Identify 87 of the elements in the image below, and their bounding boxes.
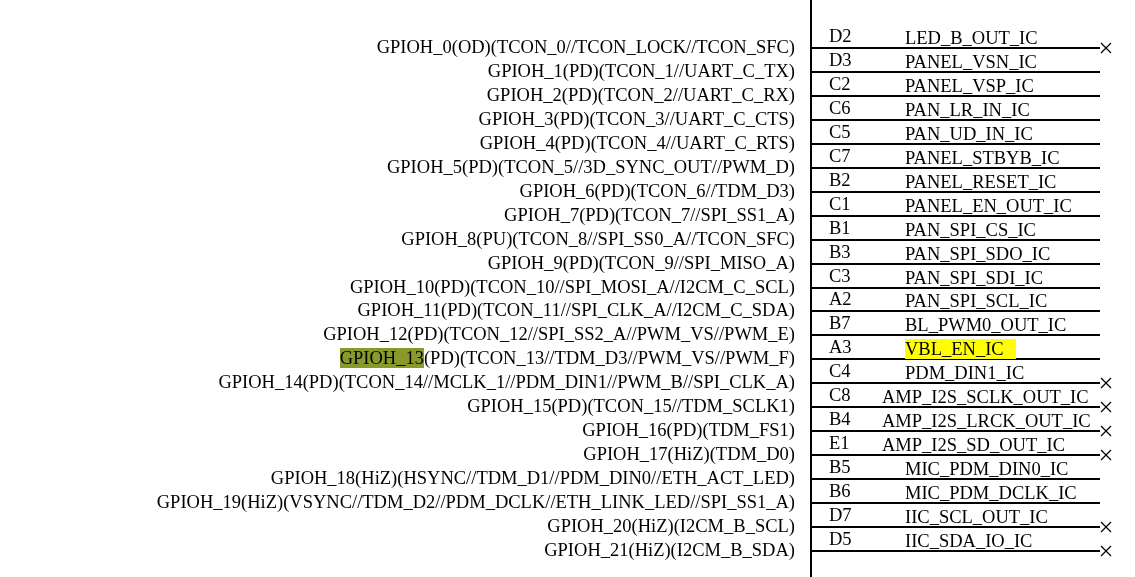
wire (811, 358, 876, 360)
pin-name: GPIOH_12(PD)(TCON_12//SPI_SS2_A//PWM_VS//PWM_E) (323, 323, 795, 346)
wire (811, 239, 876, 241)
pin-name: GPIOH_11(PD)(TCON_11//SPI_CLK_A//I2CM_C_SDA) (357, 299, 795, 322)
wire (811, 71, 876, 73)
net-label: PAN_SPI_SDO_IC (875, 242, 1100, 265)
pin-number: E1 (829, 432, 850, 454)
net-label: LED_B_OUT_IC (875, 26, 1100, 49)
pin-number: B2 (829, 169, 851, 191)
wire (811, 215, 876, 217)
net-label: PANEL_VSN_IC (875, 50, 1100, 73)
wire (811, 550, 876, 552)
pin-number: B4 (829, 408, 851, 430)
pin-name: GPIOH_10(PD)(TCON_10//SPI_MOSI_A//I2CM_C_SCL) (349, 276, 795, 299)
pin-name: GPIOH_16(PD)(TDM_FS1) (582, 419, 795, 442)
net-label: AMP_I2S_LRCK_OUT_IC (875, 409, 1100, 432)
pin-name: GPIOH_19(HiZ)(VSYNC//TDM_D2//PDM_DCLK//ETH_LINK_LED//SPI_SS1_A) (156, 491, 795, 514)
pin-name: GPIOH_8(PU)(TCON_8//SPI_SS0_A//TCON_SFC) (401, 228, 795, 251)
wire (811, 310, 876, 312)
pin-number: B3 (829, 241, 851, 263)
pin-name: GPIOH_15(PD)(TCON_15//TDM_SCLK1) (467, 395, 795, 418)
pin-name: GPIOH_9(PD)(TCON_9//SPI_MISO_A) (487, 252, 795, 275)
wire (811, 382, 876, 384)
pin-name: GPIOH_20(HiZ)(I2CM_B_SCL) (547, 515, 795, 538)
pin-number: D7 (829, 504, 852, 526)
net-label: PAN_UD_IN_IC (875, 122, 1100, 145)
pin-name: GPIOH_0(OD)(TCON_0//TCON_LOCK//TCON_SFC) (376, 36, 795, 59)
wire (811, 167, 876, 169)
net-label: PANEL_VSP_IC (875, 74, 1100, 97)
pin-number: C2 (829, 73, 851, 95)
wire (811, 454, 876, 456)
pin-number: A3 (829, 336, 852, 358)
net-label: PANEL_EN_OUT_IC (875, 194, 1100, 217)
pin-name: GPIOH_14(PD)(TCON_14//MCLK_1//PDM_DIN1//PWM_B//SPI_CLK_A) (218, 371, 795, 394)
pin-name: GPIOH_7(PD)(TCON_7//SPI_SS1_A) (504, 204, 795, 227)
wire (811, 263, 876, 265)
wire (811, 526, 876, 528)
net-label: VBL_EN_IC (875, 337, 1100, 360)
net-label: PAN_SPI_SCL_IC (875, 289, 1100, 312)
net-label: IIC_SCL_OUT_IC (875, 505, 1100, 528)
pin-name: GPIOH_18(HiZ)(HSYNC//TDM_D1//PDM_DIN0//ETH_ACT_LED) (270, 467, 795, 490)
net-label: PDM_DIN1_IC (875, 361, 1100, 384)
pin-number: C7 (829, 145, 851, 167)
net-label: PANEL_STBYB_IC (875, 146, 1100, 169)
net-label: AMP_I2S_SCLK_OUT_IC (875, 385, 1100, 408)
pin-number: D3 (829, 49, 852, 71)
pin-name: GPIOH_6(PD)(TCON_6//TDM_D3) (519, 180, 795, 203)
wire (811, 119, 876, 121)
pin-number: A2 (829, 288, 852, 310)
pin-name: GPIOH_4(PD)(TCON_4//UART_C_RTS) (479, 132, 795, 155)
pin-name: GPIOH_5(PD)(TCON_5//3D_SYNC_OUT//PWM_D) (386, 156, 795, 179)
pin-number: B6 (829, 480, 851, 502)
pin-name: GPIOH_3(PD)(TCON_3//UART_C_CTS) (478, 108, 795, 131)
wire (811, 406, 876, 408)
pin-number: C3 (829, 265, 851, 287)
net-label: IIC_SDA_IO_IC (875, 529, 1100, 552)
net-label: MIC_PDM_DIN0_IC (875, 457, 1100, 480)
pin-number: B7 (829, 312, 851, 334)
wire (811, 143, 876, 145)
pin-number: C1 (829, 193, 851, 215)
pin-number: B1 (829, 217, 851, 239)
pin-number: B5 (829, 456, 851, 478)
wire (811, 502, 876, 504)
wire (811, 334, 876, 336)
wire (811, 430, 876, 432)
net-label: PAN_LR_IN_IC (875, 98, 1100, 121)
wire (811, 478, 876, 480)
pin-number: D5 (829, 528, 852, 550)
pin-name: GPIOH_1(PD)(TCON_1//UART_C_TX) (487, 60, 795, 83)
wire (811, 95, 876, 97)
net-label: PANEL_RESET_IC (875, 170, 1100, 193)
pin-number: C6 (829, 97, 851, 119)
wire (811, 191, 876, 193)
pin-name: GPIOH_2(PD)(TCON_2//UART_C_RX) (486, 84, 795, 107)
pin-name: GPIOH_17(HiZ)(TDM_D0) (583, 443, 795, 466)
pin-name: GPIOH_21(HiZ)(I2CM_B_SDA) (544, 539, 795, 562)
wire (811, 287, 876, 289)
net-label: PAN_SPI_CS_IC (875, 218, 1100, 241)
pin-number: C5 (829, 121, 851, 143)
pin-number: C8 (829, 384, 851, 406)
wire (811, 47, 876, 49)
net-label: PAN_SPI_SDI_IC (875, 266, 1100, 289)
pin-number: D2 (829, 25, 852, 47)
net-label: AMP_I2S_SD_OUT_IC (875, 433, 1100, 456)
pin-number: C4 (829, 360, 851, 382)
net-label: MIC_PDM_DCLK_IC (875, 481, 1100, 504)
net-label: BL_PWM0_OUT_IC (875, 313, 1100, 336)
